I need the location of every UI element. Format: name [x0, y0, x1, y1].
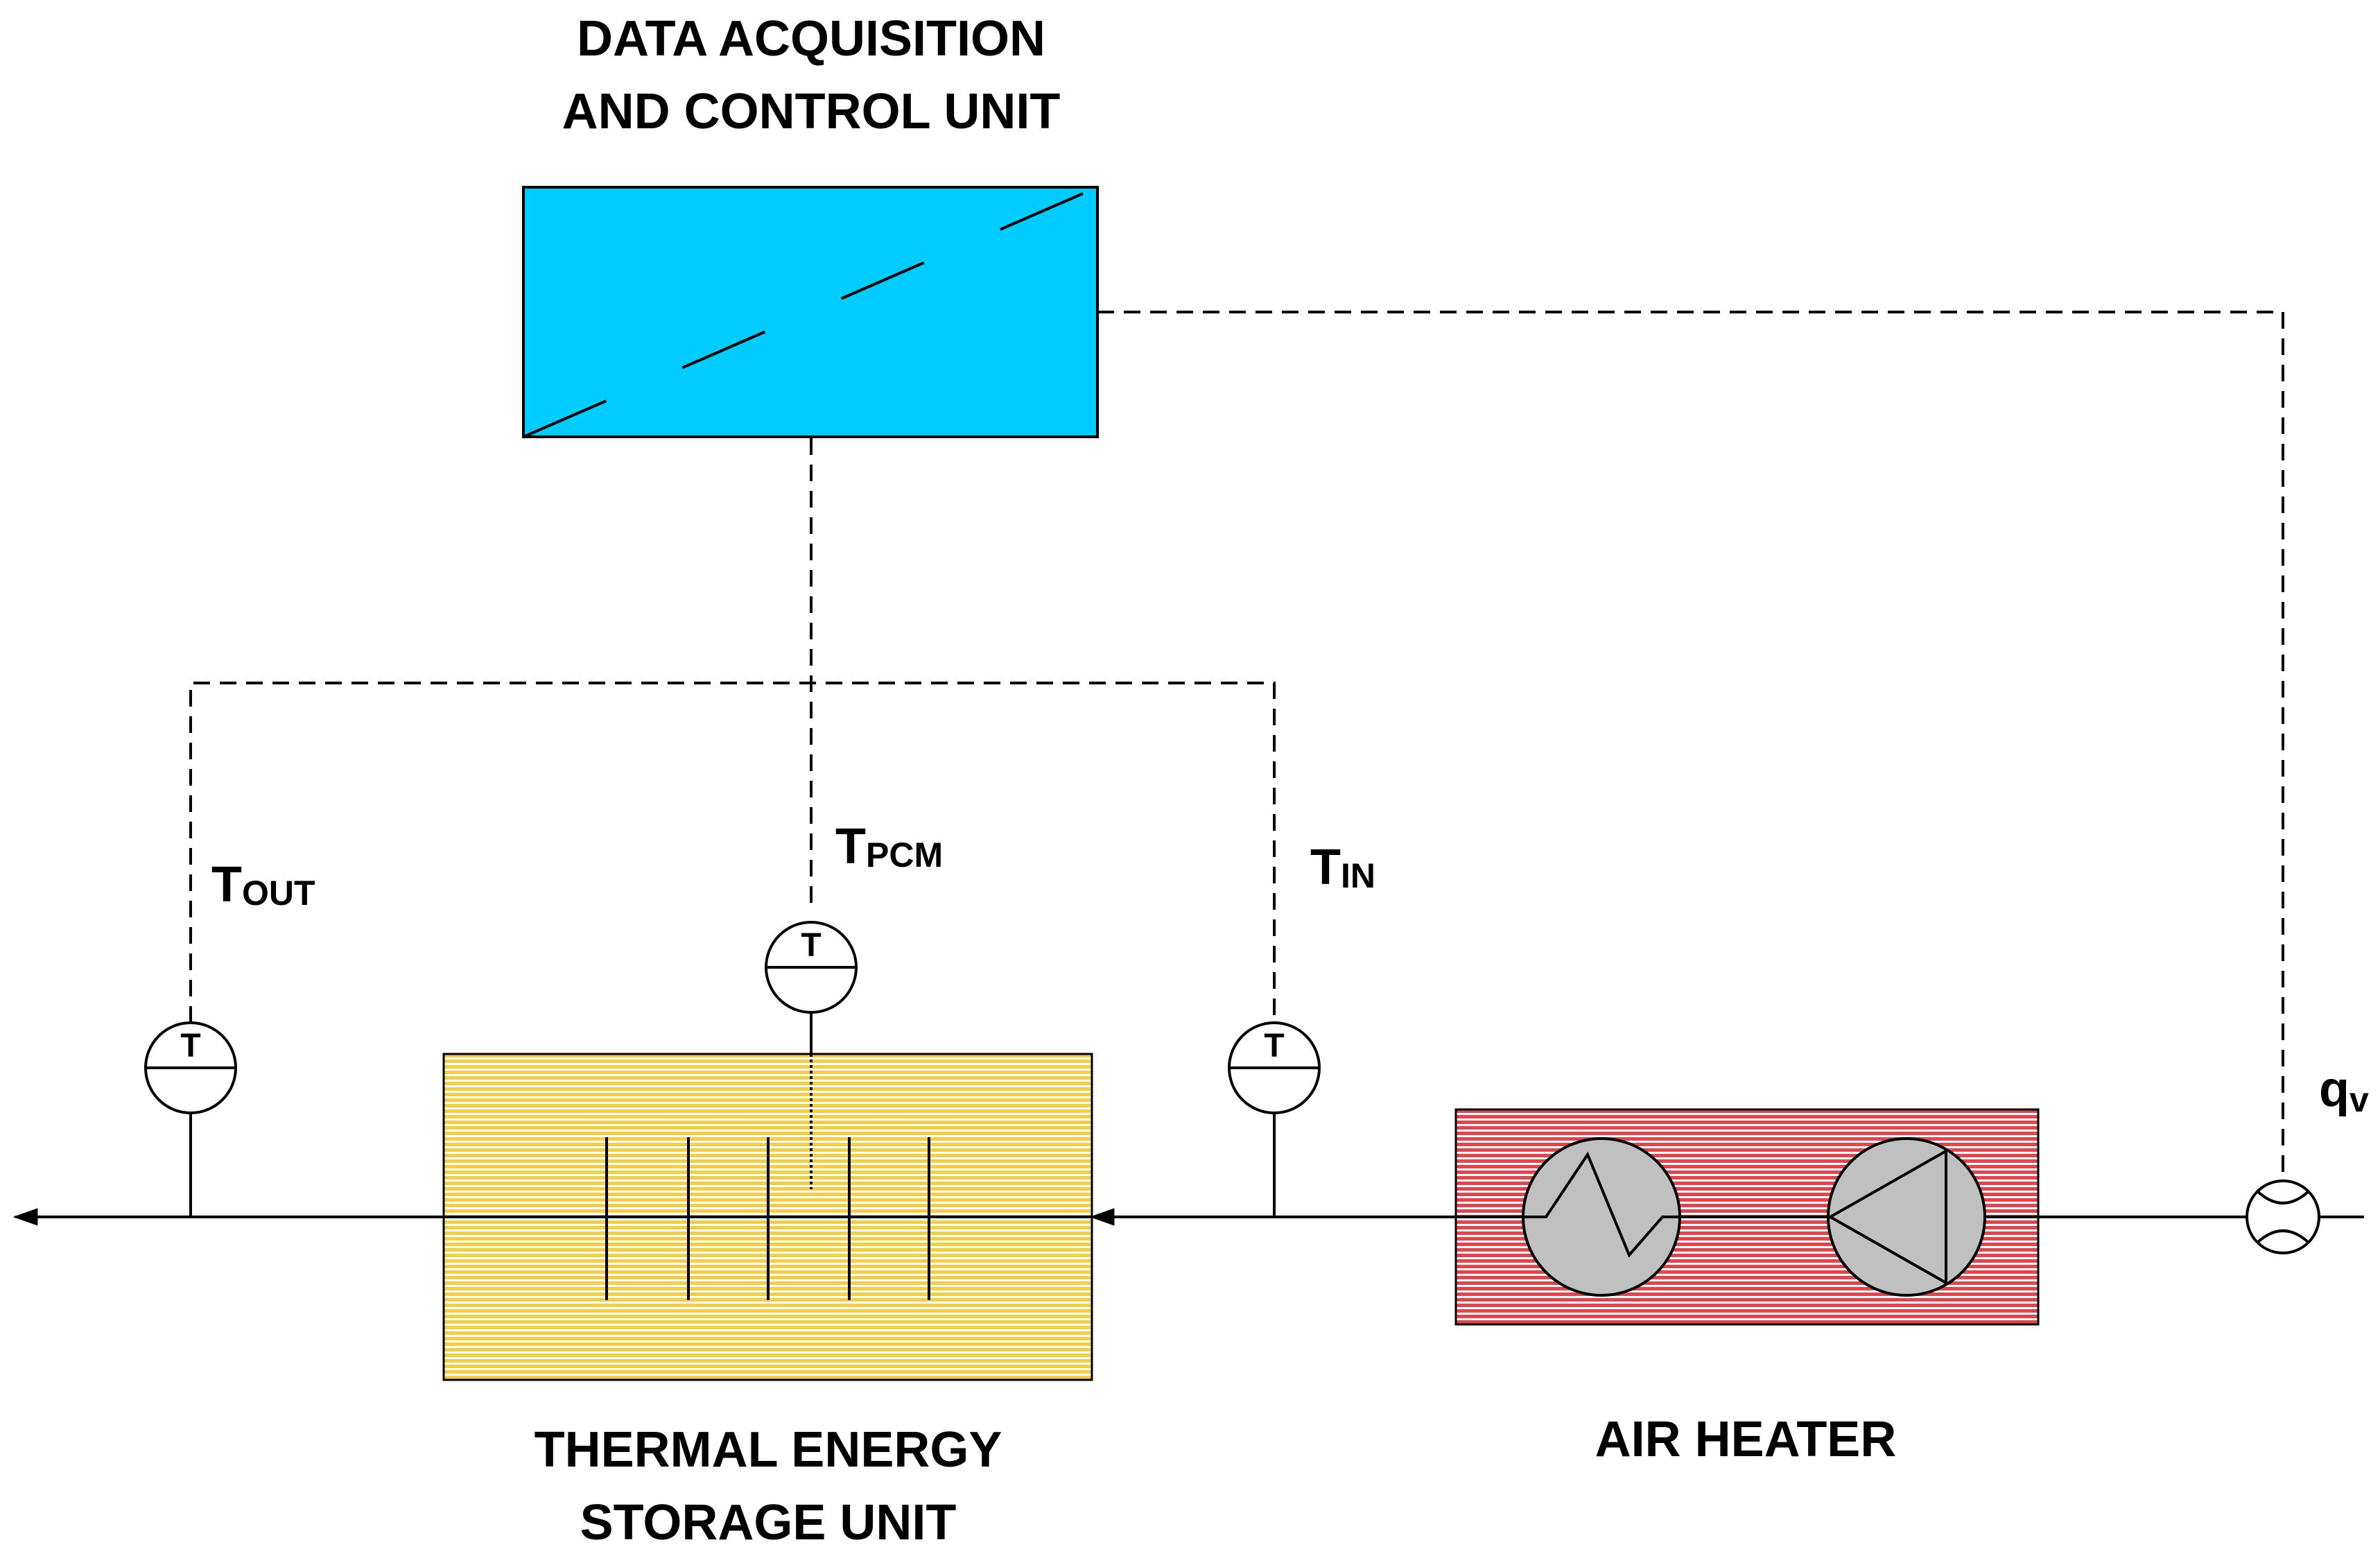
- t-pcm-label: TPCM: [835, 819, 943, 874]
- temperature-sensor-icon: T: [144, 1021, 237, 1114]
- storage-label-line2: STORAGE UNIT: [580, 1495, 957, 1550]
- signal-lines: [189, 311, 2284, 1182]
- pcm-plates: [605, 1137, 930, 1300]
- storage-label-line1: THERMAL ENERGY: [535, 1422, 1002, 1478]
- sensor-t-in-symbol: T: [1264, 1028, 1284, 1064]
- flow-meter-icon: [2246, 1179, 2320, 1254]
- daq-unit: [522, 186, 1099, 438]
- temperature-sensor-icon: T: [1228, 1021, 1321, 1114]
- sensor-t-out-symbol: T: [180, 1028, 200, 1064]
- signal-line-in-out: [189, 682, 1276, 1023]
- signal-line-flow: [1097, 311, 2284, 1182]
- heater-label: AIR HEATER: [1595, 1412, 1897, 1467]
- daq-diagonal-icon: [523, 186, 1098, 438]
- sensor-t-pcm-symbol: T: [801, 927, 821, 964]
- flow-meter-label: qv: [2319, 1062, 2369, 1119]
- t-in-label: TIN: [1310, 840, 1375, 895]
- daq-title-line2: AND CONTROL UNIT: [562, 84, 1061, 139]
- t-out-label: TOUT: [211, 857, 315, 913]
- sensor-t-out: T: [144, 1021, 237, 1217]
- temperature-sensor-icon: T: [765, 921, 858, 1014]
- heat-exchanger-icon: [1522, 1137, 1681, 1297]
- flow-meter: [2246, 1179, 2320, 1254]
- sensor-t-in: T: [1228, 1021, 1321, 1217]
- thermal-storage-unit: [442, 1053, 1093, 1381]
- air-heater: [1454, 1108, 2040, 1326]
- daq-title-line1: DATA ACQUISITION: [577, 11, 1045, 67]
- sensor-t-pcm: T: [765, 921, 858, 1054]
- fan-icon: [1827, 1137, 1986, 1297]
